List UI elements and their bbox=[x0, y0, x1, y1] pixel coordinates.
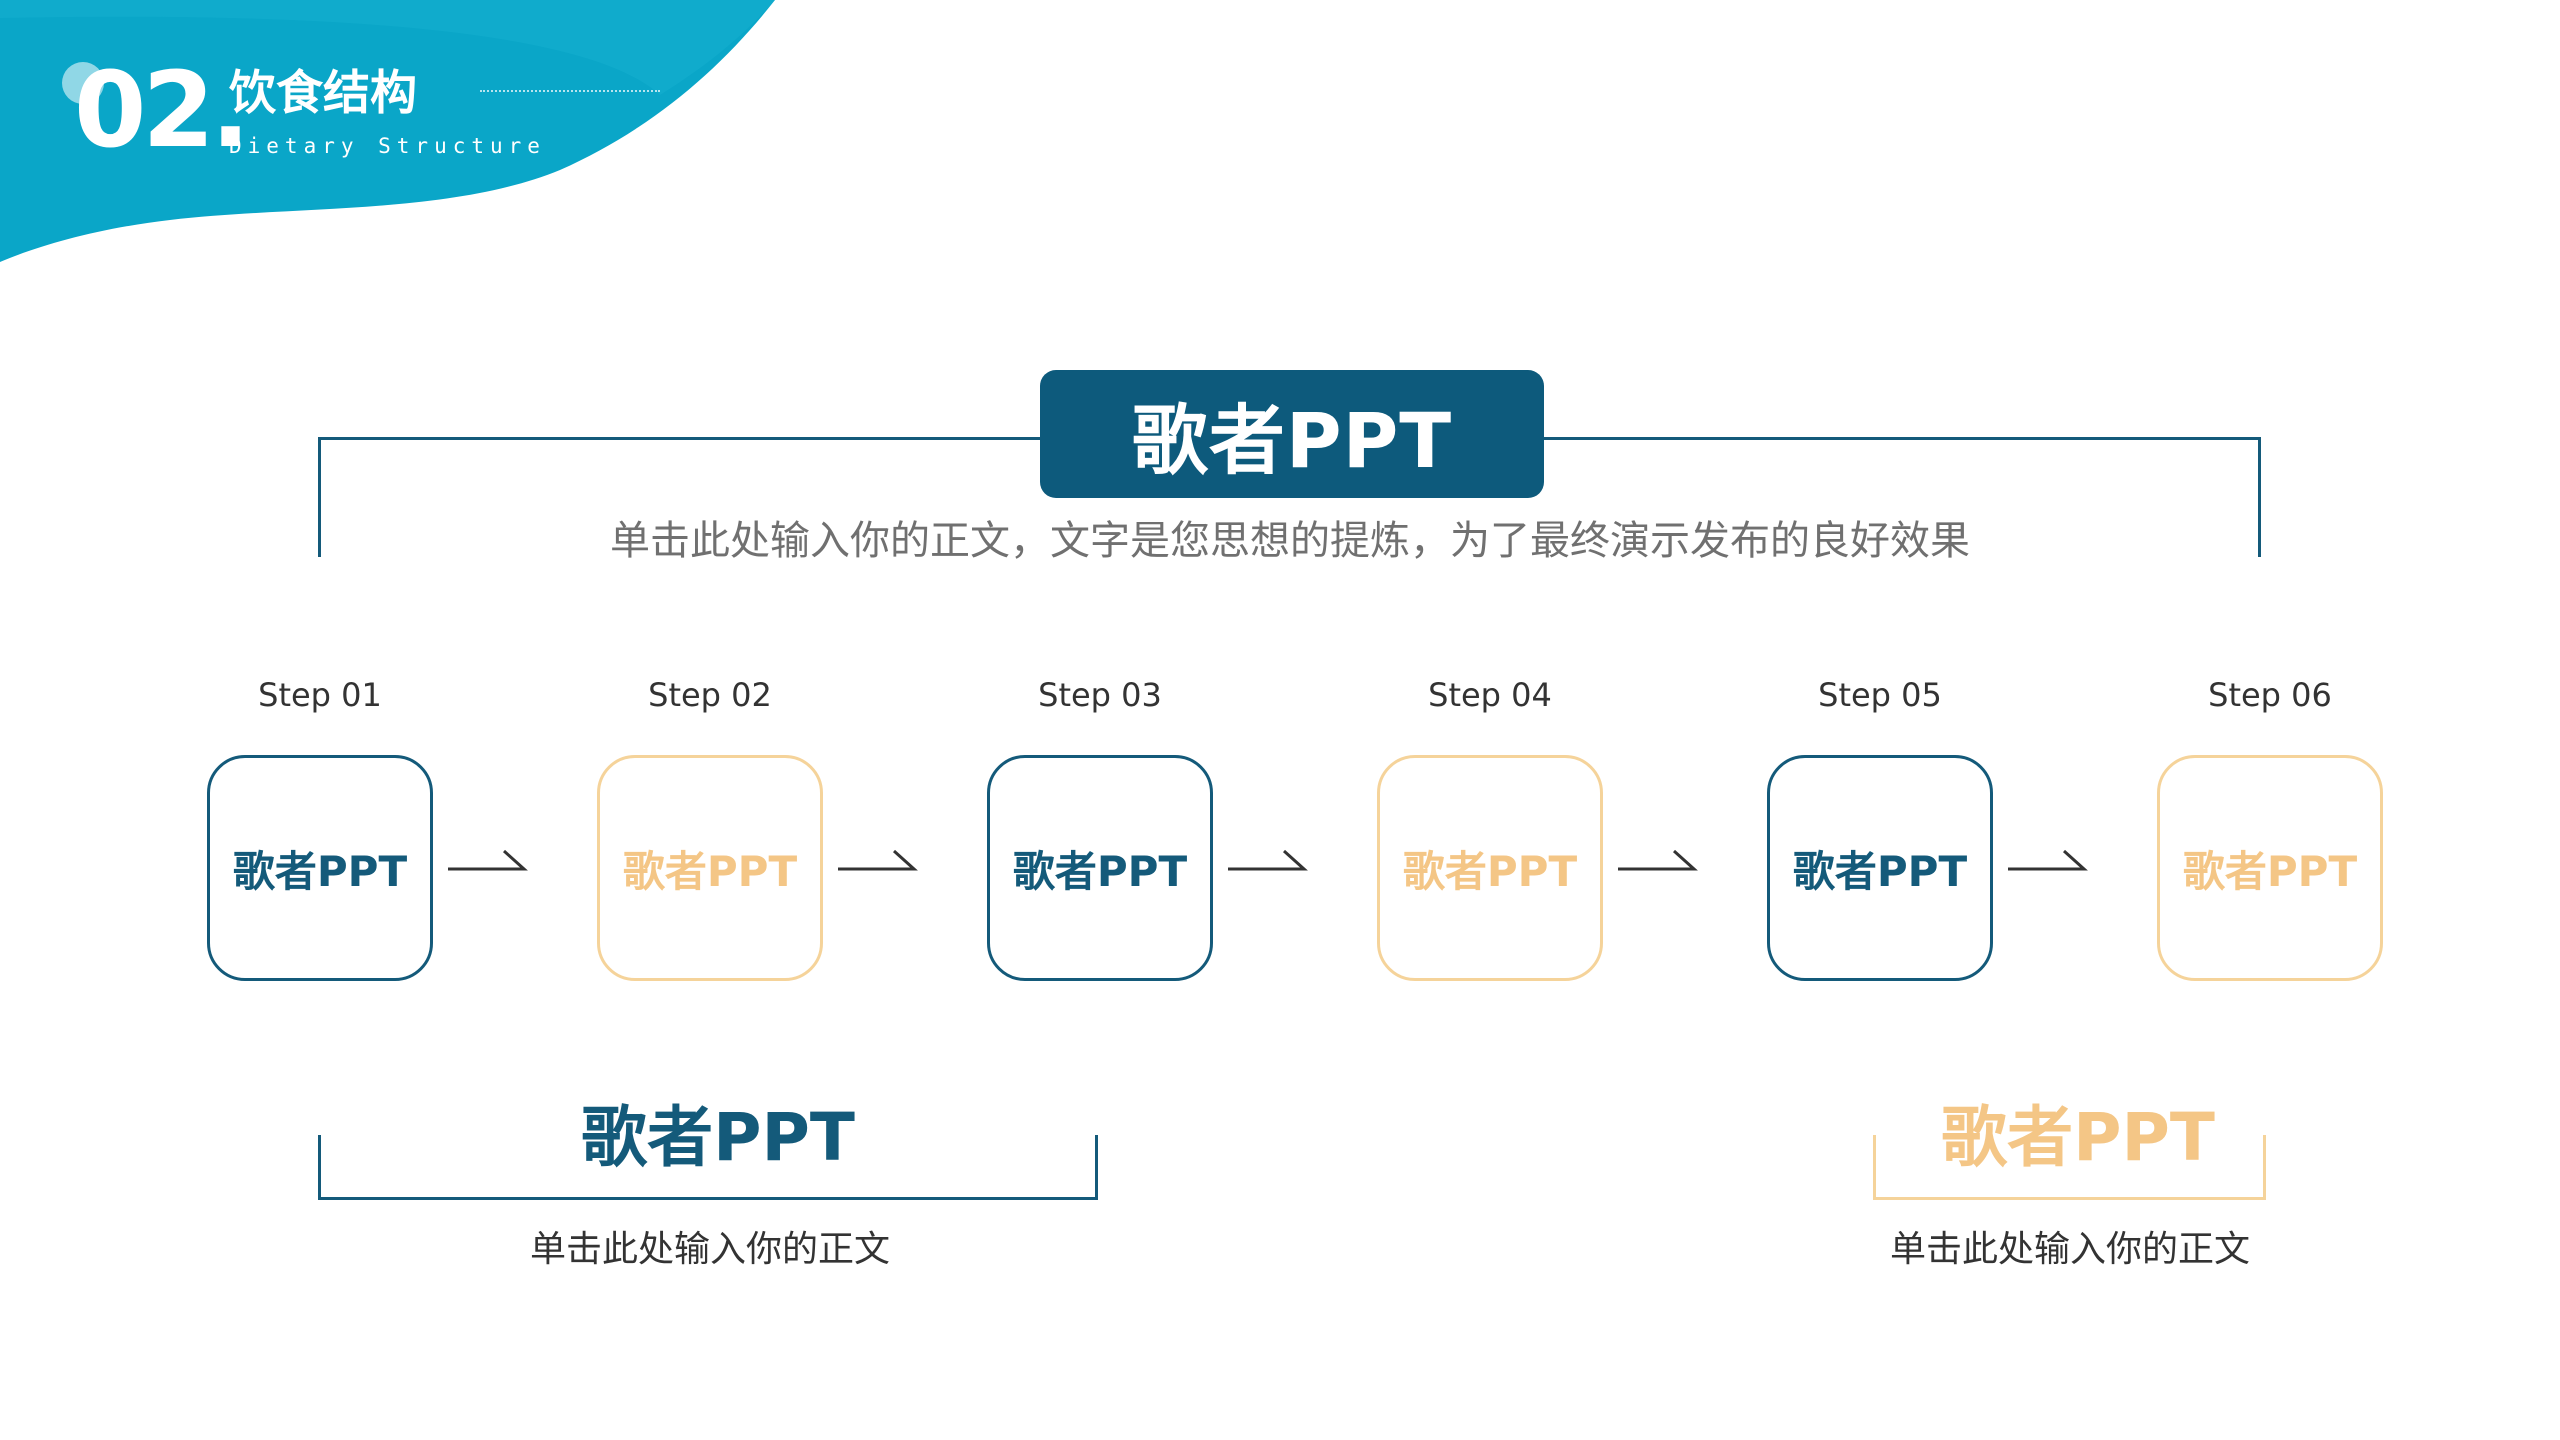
bottom-left-bracket bbox=[318, 1135, 1098, 1200]
main-subtitle[interactable]: 单击此处输入你的正文，文字是您思想的提炼，为了最终演示发布的良好效果 bbox=[610, 518, 1970, 564]
step-label-6: Step 06 bbox=[2208, 676, 2332, 714]
section-title: 饮食结构 bbox=[229, 66, 417, 121]
main-title-box[interactable]: 歌者PPT bbox=[1040, 370, 1544, 498]
bottom-right-desc[interactable]: 单击此处输入你的正文 bbox=[1889, 1229, 2250, 1270]
bottom-right-bracket bbox=[1873, 1135, 2266, 1200]
decorative-dot bbox=[62, 62, 104, 104]
bottom-left-title[interactable]: 歌者PPT bbox=[560, 1105, 876, 1171]
step-box-5[interactable]: 歌者PPT bbox=[1767, 755, 1993, 981]
step-box-4[interactable]: 歌者PPT bbox=[1377, 755, 1603, 981]
step-box-6[interactable]: 歌者PPT bbox=[2157, 755, 2383, 981]
arrow-right-icon bbox=[1618, 849, 1698, 871]
step-label-4: Step 04 bbox=[1428, 676, 1552, 714]
arrow-right-icon bbox=[2008, 849, 2088, 871]
step-box-2[interactable]: 歌者PPT bbox=[597, 755, 823, 981]
arrow-right-icon bbox=[838, 849, 918, 871]
step-box-1[interactable]: 歌者PPT bbox=[207, 755, 433, 981]
step-label-1: Step 01 bbox=[258, 676, 382, 714]
bottom-right-title[interactable]: 歌者PPT bbox=[1920, 1105, 2236, 1171]
step-label-3: Step 03 bbox=[1038, 676, 1162, 714]
dotted-divider bbox=[480, 90, 660, 92]
step-box-3[interactable]: 歌者PPT bbox=[987, 755, 1213, 981]
step-label-5: Step 05 bbox=[1818, 676, 1942, 714]
header-wave-decoration bbox=[0, 0, 775, 262]
section-number: 02. bbox=[74, 49, 250, 171]
arrow-right-icon bbox=[1228, 849, 1308, 871]
bottom-left-desc[interactable]: 单击此处输入你的正文 bbox=[529, 1229, 890, 1270]
section-subtitle: Dietary Structure bbox=[229, 134, 546, 158]
arrow-right-icon bbox=[448, 849, 528, 871]
step-label-2: Step 02 bbox=[648, 676, 772, 714]
